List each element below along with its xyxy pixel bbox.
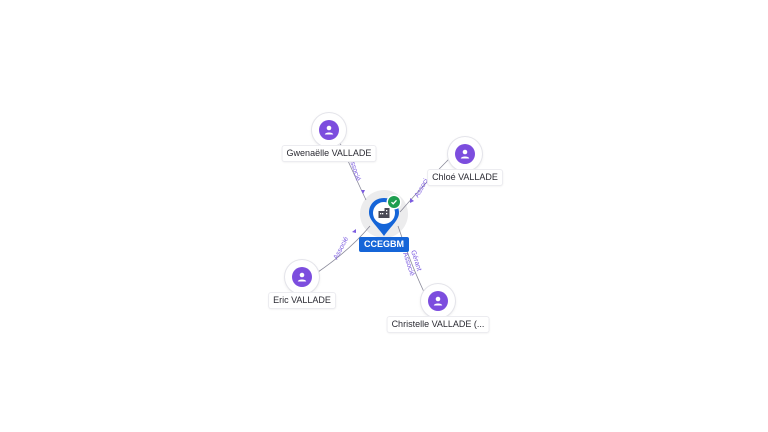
person-node-eric[interactable] (285, 260, 319, 294)
person-icon (428, 291, 448, 311)
company-label[interactable]: CCEGBM (359, 237, 409, 252)
edge-chloe (399, 157, 451, 213)
building-icon (378, 208, 390, 218)
person-icon (319, 120, 339, 140)
person-node-christelle[interactable] (421, 284, 455, 318)
edge-arrow-eric (352, 229, 356, 233)
person-label[interactable]: Chloé VALLADE (428, 170, 502, 185)
edge-eric (317, 225, 371, 273)
person-label[interactable]: Eric VALLADE (269, 293, 335, 308)
person-node-chloe[interactable] (448, 137, 482, 171)
person-icon (292, 267, 312, 287)
person-label[interactable]: Christelle VALLADE (... (387, 317, 489, 332)
person-label[interactable]: Gwenaëlle VALLADE (282, 146, 376, 161)
person-icon (455, 144, 475, 164)
person-node-gwenaelle[interactable] (312, 113, 346, 147)
edge-arrow-gwenaelle (361, 190, 365, 194)
edge-christelle (397, 225, 425, 293)
verified-check-icon (388, 196, 400, 208)
edge-arrow-chloe (410, 198, 414, 203)
